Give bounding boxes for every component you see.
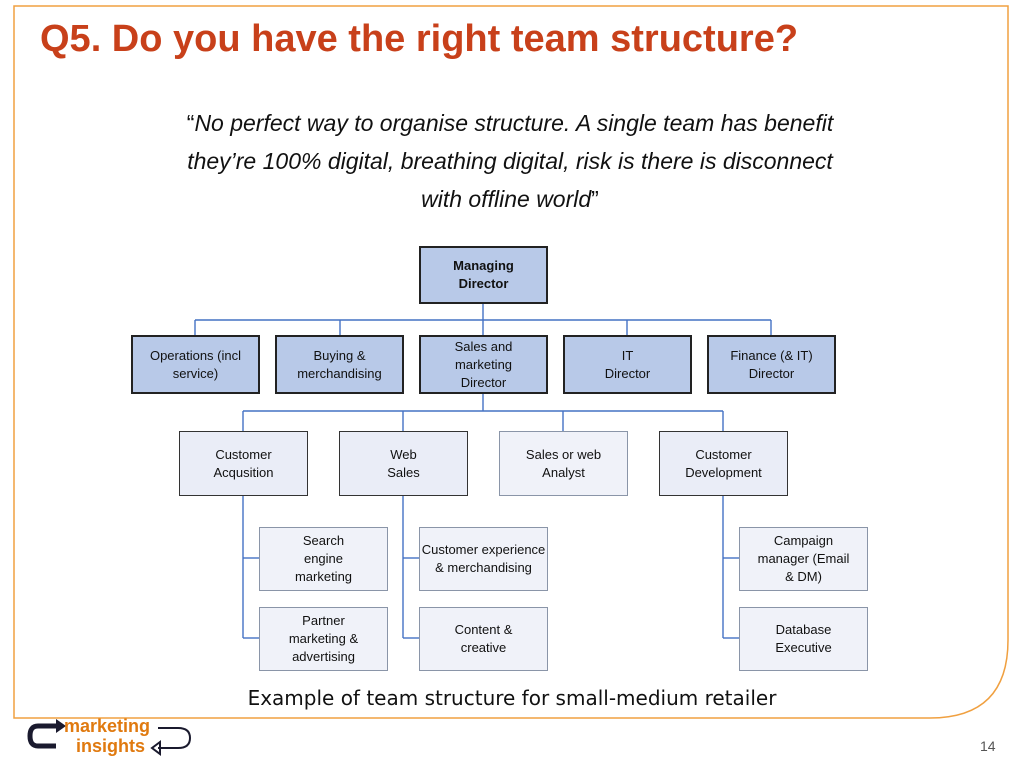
quote-block: “No perfect way to organise structure. A…	[40, 104, 980, 218]
org-box-label: Sales and marketing Director	[454, 338, 513, 390]
org-box-label: Customer experience & merchandising	[421, 542, 546, 575]
quote-open-mark: “	[186, 110, 195, 136]
org-box-search-engine-marketing: Search engine marketing	[259, 527, 388, 591]
quote-line-1: No perfect way to organise structure. A …	[194, 110, 834, 136]
org-box-label: Campaign manager (Email & DM)	[757, 533, 850, 584]
org-box-operations: Operations (incl service)	[131, 335, 260, 394]
org-box-label: Operations (incl service)	[149, 347, 242, 381]
org-box-sales-web-analyst: Sales or web Analyst	[499, 431, 628, 496]
org-box-finance-director: Finance (& IT) Director	[707, 335, 836, 394]
org-box-campaign-manager: Campaign manager (Email & DM)	[739, 527, 868, 591]
org-box-label: Buying & merchandising	[297, 347, 382, 381]
slide-title: Q5. Do you have the right team structure…	[40, 18, 799, 60]
quote-line-2: they’re 100% digital, breathing digital,…	[187, 148, 833, 174]
org-box-web-sales: Web Sales	[339, 431, 468, 496]
org-box-label: Web Sales	[387, 446, 420, 480]
diagram-caption: Example of team structure for small-medi…	[247, 686, 777, 710]
quote-line-3: with offline world	[421, 186, 592, 212]
org-box-it-director: IT Director	[563, 335, 692, 394]
logo-arrows-icon	[27, 719, 192, 756]
page-number: 14	[980, 738, 996, 754]
org-box-label: Managing Director	[453, 258, 514, 291]
org-box-customer-acquisition: Customer Acqusition	[179, 431, 308, 496]
org-connectors	[194, 304, 772, 639]
org-box-customer-experience: Customer experience & merchandising	[419, 527, 548, 591]
org-box-sales-marketing-director: Sales and marketing Director	[419, 335, 548, 394]
org-box-managing-director: Managing Director	[419, 246, 548, 304]
org-box-label: IT Director	[604, 347, 651, 381]
org-box-label: Content & creative	[454, 622, 513, 655]
logo-text-insights: insights	[76, 736, 146, 756]
org-box-buying: Buying & merchandising	[275, 335, 404, 394]
org-box-label: Sales or web Analyst	[525, 446, 602, 480]
org-box-label: Partner marketing & advertising	[288, 613, 359, 664]
quote-close-mark: ”	[591, 186, 599, 212]
org-box-label: Customer Acqusition	[213, 446, 274, 480]
org-box-content-creative: Content & creative	[419, 607, 548, 671]
marketing-insights-logo: marketing insights	[26, 714, 206, 766]
org-box-customer-development: Customer Development	[659, 431, 788, 496]
org-box-label: Database Executive	[775, 622, 832, 655]
org-box-partner-marketing: Partner marketing & advertising	[259, 607, 388, 671]
logo-text-marketing: marketing	[64, 716, 151, 736]
org-box-label: Finance (& IT) Director	[730, 347, 813, 381]
org-box-label: Customer Development	[685, 446, 762, 480]
frame-border	[13, 5, 1009, 719]
org-box-database-executive: Database Executive	[739, 607, 868, 671]
org-box-label: Search engine marketing	[294, 533, 353, 584]
